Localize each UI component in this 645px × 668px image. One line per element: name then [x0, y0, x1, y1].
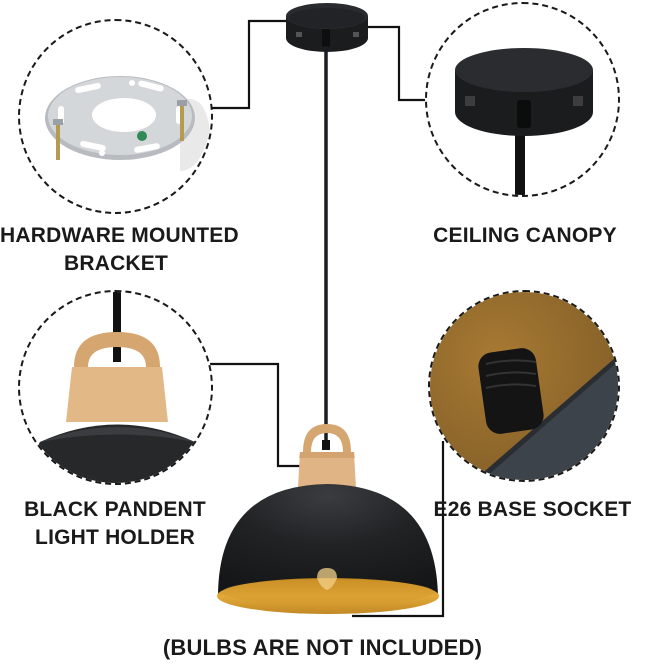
connector-line-socket [352, 441, 445, 618]
holder-label-line2: LIGHT HOLDER [35, 526, 195, 549]
connector-line-bracket [210, 19, 287, 110]
bracket-label: HARDWARE MOUNTED BRACKET [0, 222, 239, 278]
holder-detail-circle [18, 290, 213, 485]
holder-label-line1: BLACK PANDENT [24, 498, 206, 521]
ceiling-canopy-icon [286, 3, 368, 52]
bulbs-not-included-note: (BULBS ARE NOT INCLUDED) [162, 635, 483, 660]
socket-detail-circle [428, 290, 620, 482]
bracket-label-line2: BRACKET [63, 252, 169, 275]
socket-label: E26 BASE SOCKET [420, 496, 645, 524]
socket-label-line1: E26 BASE SOCKET [433, 498, 632, 521]
wood-holder-icon [20, 292, 211, 483]
connector-line-canopy [367, 25, 428, 102]
pendant-wood-holder [298, 424, 356, 488]
canopy-label-line1: CEILING CANOPY [433, 224, 617, 247]
canopy-label: CEILING CANOPY [425, 222, 625, 250]
mounting-bracket-icon [45, 76, 210, 171]
connector-line-holder [210, 362, 301, 468]
holder-label: BLACK PANDENT LIGHT HOLDER [10, 496, 220, 552]
bracket-detail-circle [18, 19, 213, 214]
canopy-detail-circle [425, 2, 620, 197]
lamp-socket-icon [430, 292, 618, 480]
bracket-label-line1: HARDWARE MOUNTED [0, 224, 239, 247]
ceiling-canopy-icon [455, 48, 593, 195]
bulb-glimpse [317, 568, 337, 590]
dome-shade [217, 484, 439, 614]
